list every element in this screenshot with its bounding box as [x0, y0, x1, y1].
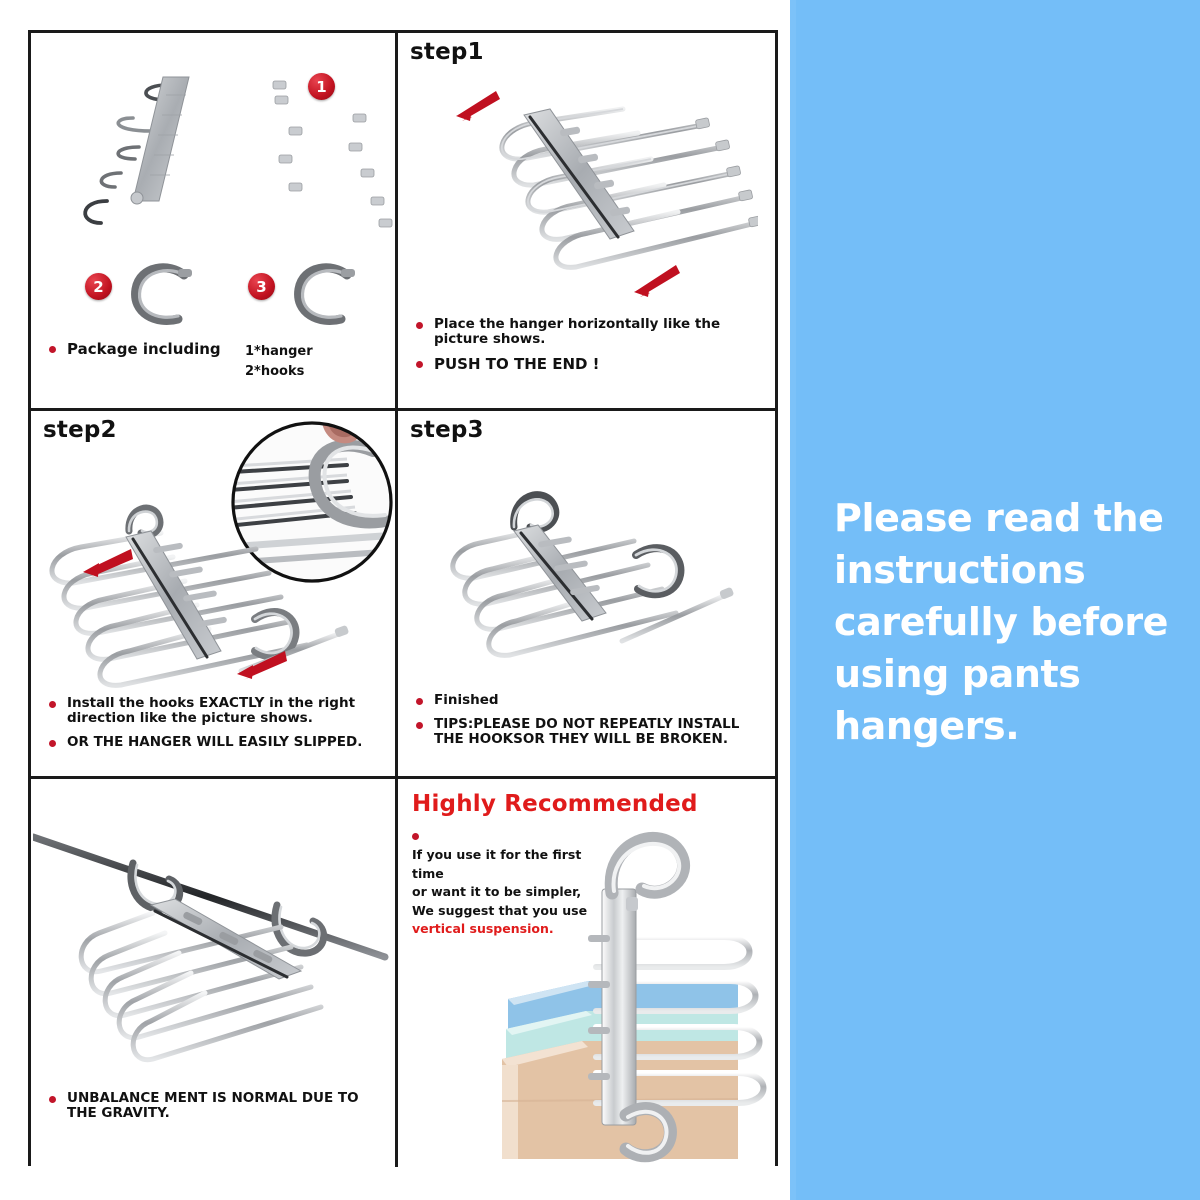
panel-unbalance-bullets: UNBALANCE MENT IS NORMAL DUE TO THE GRAV… — [45, 1090, 387, 1130]
hanger-horizontal-illustration — [456, 91, 758, 297]
c-hook-illustration-left — [131, 263, 192, 325]
hr-line-2: or want it to be simpler, — [412, 884, 582, 899]
step2-title: step2 — [43, 417, 117, 443]
panel-step2-bullets: Install the hooks EXACTLY in the right d… — [45, 695, 389, 759]
arrow-left — [456, 91, 500, 121]
hr-line-1: If you use it for the first time — [412, 847, 582, 881]
package-contents-line-1: 1*hanger — [245, 344, 313, 359]
hr-line-4: vertical suspension. — [412, 921, 554, 936]
panel-unbalance: UNBALANCE MENT IS NORMAL DUE TO THE GRAV… — [31, 779, 398, 1167]
c-hook-illustration-right — [294, 263, 355, 325]
hanger-with-hooks-illustration — [49, 504, 349, 688]
hanger-flat-illustration — [83, 76, 393, 228]
badge-3: 3 — [248, 273, 275, 300]
panel-package-contents: 1 2 3 Package including 1*hanger 2*hooks — [31, 33, 398, 411]
blue-notice-panel: Please read the instructions carefully b… — [790, 0, 1200, 1200]
panel-step1-bullets: Place the hanger horizontally like the p… — [412, 316, 765, 382]
arrow-right — [634, 265, 680, 297]
highly-recommended-title: Highly Recommended — [412, 791, 698, 817]
arrow-right-step2 — [237, 651, 287, 680]
instruction-grid: 1 2 3 Package including 1*hanger 2*hooks… — [28, 30, 778, 1167]
package-contents-line-2: 2*hooks — [245, 364, 305, 379]
bullet-step1-1: Place the hanger horizontally like the p… — [412, 316, 765, 347]
panel-step3-bullets: Finished TIPS:PLEASE DO NOT REPEATLY INS… — [412, 692, 769, 756]
bullet-step2-2: OR THE HANGER WILL EASILY SLIPPED. — [45, 735, 389, 750]
arrow-left-step2 — [83, 549, 133, 578]
bullet-step3-2: TIPS:PLEASE DO NOT REPEATLY INSTALL THE … — [412, 716, 769, 747]
bullet-package-including: Package including — [45, 341, 255, 358]
bullet-dot-icon — [412, 833, 419, 840]
blue-notice-text: Please read the instructions carefully b… — [834, 496, 1169, 748]
panel-step3: step3 — [398, 411, 775, 779]
panel-package-bullets: Package including — [45, 341, 255, 367]
panel-highly-recommended: Highly Recommended If you use it for the… — [398, 779, 775, 1167]
badge-1: 1 — [308, 73, 335, 100]
panel-edge-highlight — [790, 0, 796, 1200]
magnifier-detail-circle — [231, 421, 393, 583]
hanger-finished-illustration — [450, 491, 734, 658]
step3-title: step3 — [410, 417, 484, 443]
vertical-suspension-photo — [501, 832, 767, 1163]
badge-2: 2 — [85, 273, 112, 300]
panel-step1: step1 — [398, 33, 775, 411]
hanger-on-rail-illustration — [33, 833, 389, 1063]
hr-line-3: We suggest that you use — [412, 902, 588, 918]
bullet-step1-2: PUSH TO THE END ! — [412, 356, 765, 373]
bullet-unbalance: UNBALANCE MENT IS NORMAL DUE TO THE GRAV… — [45, 1090, 387, 1121]
highly-recommended-body: If you use it for the first time or want… — [412, 833, 592, 939]
panel-step2: step2 — [31, 411, 398, 779]
bullet-step2-1: Install the hooks EXACTLY in the right d… — [45, 695, 389, 726]
step1-title: step1 — [410, 39, 484, 65]
bullet-step3-1: Finished — [412, 692, 769, 708]
